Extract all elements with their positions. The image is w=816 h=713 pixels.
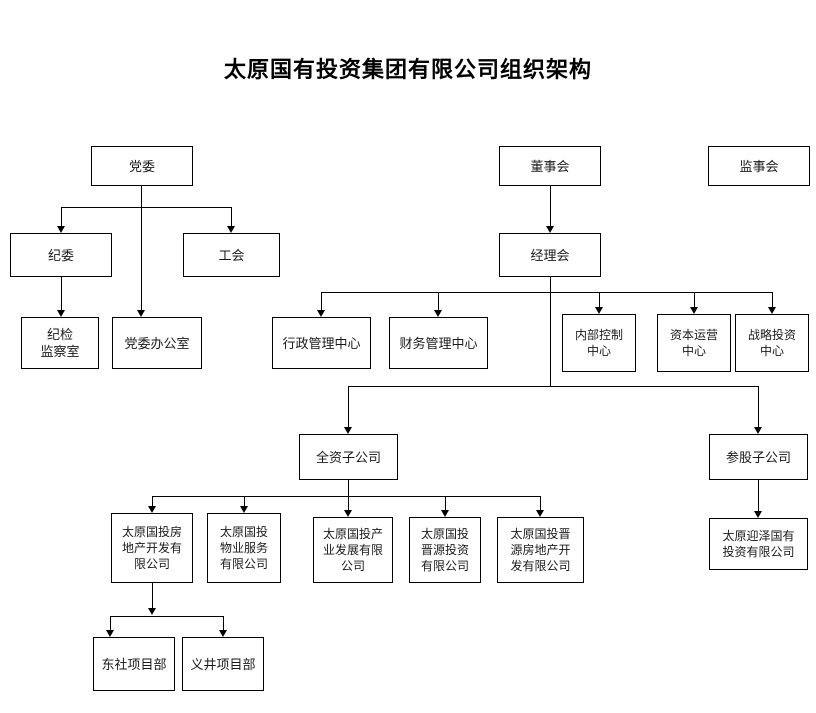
connector-party-to-discipline [61, 207, 62, 226]
node-party-committee-office[interactable]: 党委办公室 [112, 317, 202, 369]
connector-managers-trunk [550, 277, 551, 386]
connector-party-trunk [141, 186, 142, 310]
node-yijing-project-dept[interactable]: 义井项目部 [182, 637, 264, 691]
node-labor-union[interactable]: 工会 [183, 233, 280, 277]
arrowhead-finance-center [434, 310, 442, 317]
connector-project-bus [110, 616, 224, 617]
node-discipline-committee[interactable]: 纪委 [10, 233, 112, 277]
arrowhead-dongshe-project-dept [106, 630, 114, 637]
arrowhead-yijing-project-dept [219, 630, 227, 637]
node-strategic-investment-center[interactable]: 战略投资 中心 [735, 314, 809, 372]
arrowhead-industrial-development [344, 510, 352, 517]
arrowhead-equity-participation-subsidiaries [754, 427, 762, 434]
node-property-service[interactable]: 太原国投 物业服务 有限公司 [207, 513, 281, 583]
node-capital-operation-center[interactable]: 资本运营 中心 [657, 314, 731, 372]
node-wholly-owned-subsidiaries[interactable]: 全资子公司 [299, 434, 398, 480]
connector-bus-to-admin [321, 292, 322, 310]
connector-bus-to-jinyuan-investment [445, 496, 446, 512]
node-managers-meeting[interactable]: 经理会 [499, 233, 601, 277]
arrowhead-discipline-committee [57, 226, 65, 233]
connector-bus-to-dongshe [110, 616, 111, 630]
connector-bus-to-equity-participation [758, 386, 759, 427]
arrowhead-yingze-state-investment [754, 511, 762, 518]
arrowhead-jinyuan-investment [441, 510, 449, 517]
node-internal-control-center[interactable]: 内部控制 中心 [562, 314, 636, 372]
node-finance-management-center[interactable]: 财务管理中心 [389, 317, 488, 369]
connector-party-to-union [231, 207, 232, 226]
node-admin-management-center[interactable]: 行政管理中心 [272, 317, 371, 369]
arrowhead-party-office [137, 310, 145, 317]
node-equity-participation-subsidiaries[interactable]: 参股子公司 [709, 434, 808, 480]
connector-equity-to-yingze [758, 480, 759, 511]
arrowhead-wholly-owned-subsidiaries [344, 427, 352, 434]
arrowhead-internal-control-center [595, 307, 603, 314]
connector-bus-to-property-service [244, 496, 245, 508]
page-title: 太原国有投资集团有限公司组织架构 [223, 57, 592, 82]
node-dongshe-project-dept[interactable]: 东社项目部 [93, 637, 175, 691]
connector-companies-bus [152, 496, 540, 497]
arrowhead-managers-meeting [546, 226, 554, 233]
connector-real-estate-trunk [152, 583, 153, 613]
node-jinyuan-investment[interactable]: 太原国投 晋源投资 有限公司 [409, 517, 481, 583]
arrowhead-jinyuan-real-estate [536, 510, 544, 517]
connector-bus-to-finance [438, 292, 439, 310]
arrowhead-capital-operation-center [690, 307, 698, 314]
node-party-committee[interactable]: 党委 [91, 146, 193, 186]
node-real-estate-development[interactable]: 太原国投房 地产开发有 限公司 [111, 513, 193, 583]
node-jinyuan-real-estate[interactable]: 太原国投晋 源房地产开 发有限公司 [497, 517, 584, 583]
arrowhead-admin-center [317, 310, 325, 317]
node-board-of-supervisors[interactable]: 监事会 [708, 146, 810, 186]
arrowhead-real-estate-development [148, 506, 156, 513]
arrowhead-labor-union [227, 226, 235, 233]
connector-bus-to-internal-control [599, 292, 600, 307]
connector-bus-to-real-estate [152, 496, 153, 508]
connector-subsidiaries-bus [348, 386, 759, 387]
node-discipline-inspection-office[interactable]: 纪检 监察室 [21, 317, 99, 369]
connector-bus-to-jinyuan-real-estate [540, 496, 541, 512]
connector-board-to-managers [550, 186, 551, 226]
connector-bus-to-strategic-investment [772, 292, 773, 307]
connector-discipline-to-inspection [61, 277, 62, 310]
arrowhead-project-bus [148, 608, 156, 615]
arrowhead-inspection-office [57, 310, 65, 317]
node-industrial-development[interactable]: 太原国投产 业发展有限 公司 [313, 517, 393, 583]
arrowhead-property-service [240, 506, 248, 513]
connector-bus-to-yijing [223, 616, 224, 630]
arrowhead-strategic-investment-center [768, 307, 776, 314]
node-yingze-state-investment[interactable]: 太原迎泽国有 投资有限公司 [709, 518, 808, 570]
node-board-of-directors[interactable]: 董事会 [499, 146, 601, 186]
connector-departments-bus [321, 292, 773, 293]
connector-party-bus [61, 207, 232, 208]
connector-bus-to-wholly-owned [348, 386, 349, 427]
connector-bus-to-capital-operation [694, 292, 695, 307]
